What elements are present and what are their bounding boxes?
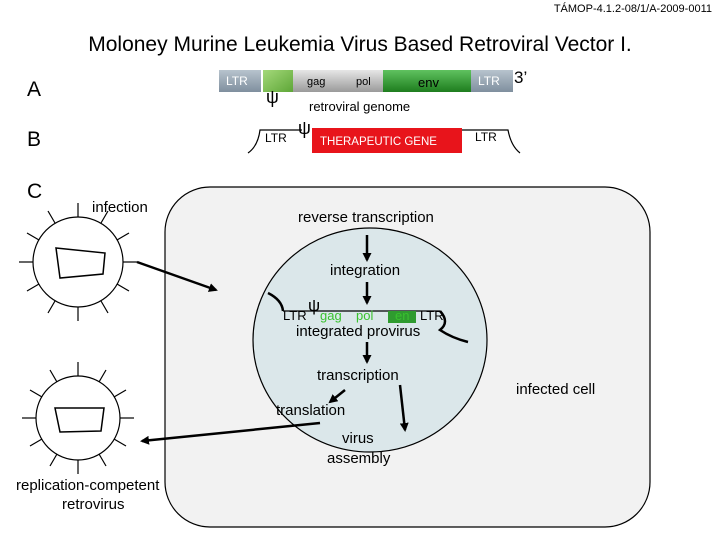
psi-symbol: ψ [266,87,279,107]
virus-label: virus [342,430,374,447]
retrovirus-label: retrovirus [62,496,125,513]
assembly-label: assembly [327,450,391,467]
provirus-env: en [395,308,409,323]
translation-label: translation [276,402,345,419]
genome-caption: retroviral genome [309,99,410,114]
vector-backbone-right [462,129,521,154]
therapeutic-vector: LTR ψ THERAPEUTIC GENE LTR [247,118,521,154]
translation-arrow [328,389,346,404]
integration-label: integration [330,262,400,279]
ltr-left-label: LTR [226,74,248,88]
replication-competent-particle [22,362,134,474]
provirus-gag: gag [320,308,342,323]
infection-arrow [136,260,218,292]
env-box [383,70,471,92]
pol-box [340,70,383,92]
assembly-arrow [398,384,409,432]
gag-label: gag [307,76,325,88]
reverse-transcription-label: reverse transcription [298,209,434,226]
header-code: TÁMOP-4.1.2-08/1/A-2009-0011 [553,3,712,15]
row-label-c: C [27,180,43,203]
gag-box [293,70,340,92]
therapeutic-gene-label: THERAPEUTIC GENE [320,136,437,148]
retroviral-genome: LTR gag pol env LTR 3’ ψ retroviral geno… [219,68,527,114]
vector-ltr-left-label: LTR [265,131,287,145]
row-label-b: B [27,128,42,151]
nucleus [252,227,488,453]
ltr-right-label: LTR [478,74,500,88]
host-dna-left [267,291,285,312]
infected-cell-label: infected cell [516,381,595,398]
infection-label: infection [92,199,148,216]
vector-ltr-right-label: LTR [475,130,497,144]
page-title: Moloney Murine Leukemia Virus Based Retr… [88,33,632,56]
vector-psi-symbol: ψ [298,118,311,138]
pol-label: pol [356,76,371,88]
retrovirus-particle [19,203,137,321]
therapeutic-gene-box [312,128,462,153]
replication-competent-label: replication-competent [16,477,160,494]
provirus-pol: pol [356,308,373,323]
ltr-left-box [219,70,261,92]
psi-box [263,70,293,92]
integrated-provirus-label: integrated provirus [296,323,420,340]
integrated-provirus: LTR ψ gag pol en LTR [267,291,469,344]
env-label: env [418,75,439,90]
row-label-a: A [27,78,42,101]
ltr-right-box [471,70,513,92]
host-dna-right [437,310,469,344]
provirus-env-box [388,311,416,323]
provirus-ltr-left: LTR [283,308,307,323]
vector-backbone-left [247,129,302,154]
transcription-label: transcription [317,367,399,384]
three-prime-label: 3’ [514,68,527,87]
provirus-psi: ψ [308,296,320,315]
release-arrow [140,421,321,445]
provirus-ltr-right: LTR [420,308,444,323]
